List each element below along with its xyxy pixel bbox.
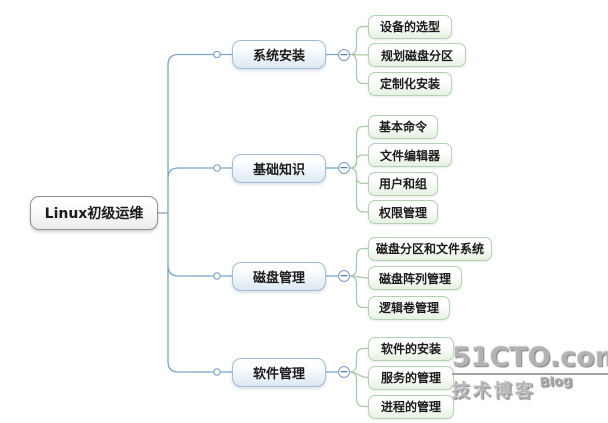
root-topic[interactable]: Linux初级运维 xyxy=(30,196,158,230)
collapse-toggle[interactable]: − xyxy=(338,269,350,282)
leaf-topic[interactable]: 磁盘阵列管理 xyxy=(368,266,462,290)
leaf-topic[interactable]: 用户和组 xyxy=(368,171,438,196)
leaf-topic[interactable]: 定制化安装 xyxy=(368,71,452,96)
collapse-toggle[interactable]: − xyxy=(338,47,350,61)
leaf-topic[interactable]: 基本命令 xyxy=(368,114,438,139)
leaf-topic[interactable]: 设备的选型 xyxy=(368,14,452,39)
leaf-topic[interactable]: 服务的管理 xyxy=(368,365,454,390)
watermark-blog-label: Blog xyxy=(539,374,574,392)
leaf-topic[interactable]: 权限管理 xyxy=(368,200,438,224)
leaf-topic[interactable]: 逻辑卷管理 xyxy=(368,295,450,320)
leaf-topic[interactable]: 文件编辑器 xyxy=(368,143,452,167)
branch-topic-disk-mgmt[interactable]: 磁盘管理 xyxy=(232,261,326,291)
watermark: 51CTO.com 技术博客 Blog xyxy=(452,343,608,403)
watermark-brand: 51CTO.com xyxy=(452,343,608,376)
leaf-topic[interactable]: 软件的安装 xyxy=(368,336,454,361)
leaf-topic[interactable]: 规划磁盘分区 xyxy=(368,43,466,67)
watermark-subtitle: 技术博客 xyxy=(452,381,536,403)
leaf-topic[interactable]: 磁盘分区和文件系统 xyxy=(368,236,492,261)
collapse-toggle[interactable]: − xyxy=(338,161,350,174)
leaf-connector-path xyxy=(349,25,369,408)
connection-dot-icon xyxy=(213,50,221,376)
leaf-topic[interactable]: 进程的管理 xyxy=(368,394,454,419)
branch-connector-path xyxy=(158,53,339,373)
branch-topic-system-install[interactable]: 系统安装 xyxy=(232,40,326,69)
collapse-toggle[interactable]: − xyxy=(338,365,350,378)
branch-topic-software-mgmt[interactable]: 软件管理 xyxy=(232,357,326,387)
branch-topic-basics[interactable]: 基础知识 xyxy=(232,153,326,183)
